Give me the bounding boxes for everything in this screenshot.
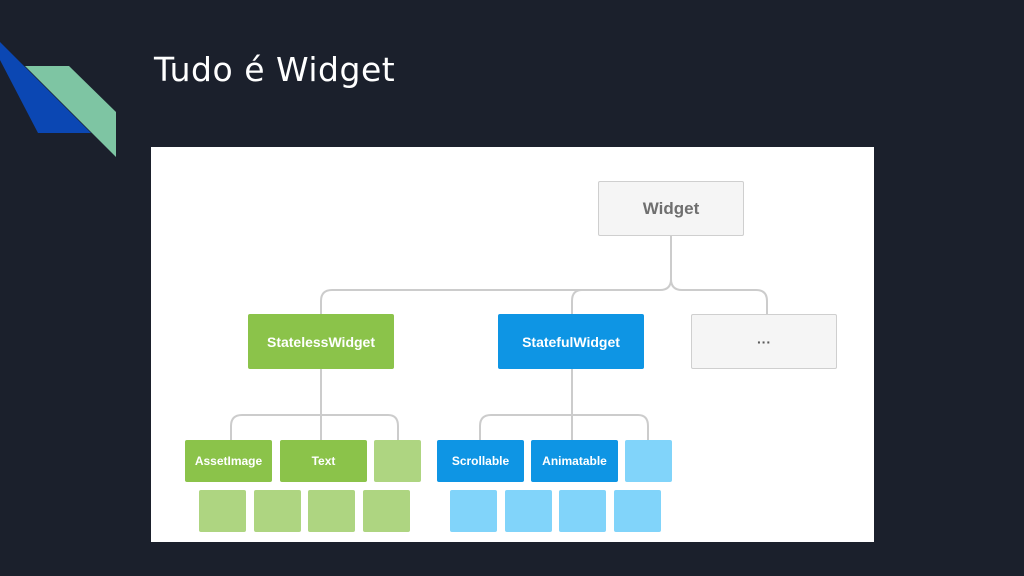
node-stateful-placeholder bbox=[505, 490, 552, 532]
node-stateful-placeholder bbox=[614, 490, 661, 532]
node-stateless-placeholder bbox=[254, 490, 301, 532]
corner-stripe-teal bbox=[25, 66, 116, 157]
corner-decoration bbox=[0, 42, 116, 157]
connector-stateless-children bbox=[230, 369, 399, 440]
node-text: Text bbox=[280, 440, 367, 482]
node-more-widgets: ··· bbox=[691, 314, 837, 369]
corner-stripe-blue bbox=[0, 42, 91, 133]
node-stateful-placeholder bbox=[450, 490, 497, 532]
node-animatable: Animatable bbox=[531, 440, 618, 482]
node-stateless-other bbox=[374, 440, 421, 482]
node-stateless-widget: StatelessWidget bbox=[248, 314, 394, 369]
node-stateless-placeholder bbox=[308, 490, 355, 532]
tree-connectors bbox=[230, 236, 768, 440]
connector-more bbox=[670, 278, 768, 314]
node-widget: Widget bbox=[598, 181, 744, 236]
node-asset-image: AssetImage bbox=[185, 440, 272, 482]
node-stateless-placeholder bbox=[199, 490, 246, 532]
node-scrollable: Scrollable bbox=[437, 440, 524, 482]
node-stateless-placeholder bbox=[363, 490, 410, 532]
connector-root bbox=[320, 236, 672, 314]
node-stateful-widget: StatefulWidget bbox=[498, 314, 644, 369]
connector-stateful-children bbox=[479, 369, 649, 440]
widget-tree-diagram: Widget StatelessWidget StatefulWidget ··… bbox=[151, 147, 874, 542]
connector-stateful bbox=[571, 289, 583, 314]
node-stateful-placeholder bbox=[559, 490, 606, 532]
slide-title: Tudo é Widget bbox=[154, 50, 396, 89]
node-stateful-other bbox=[625, 440, 672, 482]
